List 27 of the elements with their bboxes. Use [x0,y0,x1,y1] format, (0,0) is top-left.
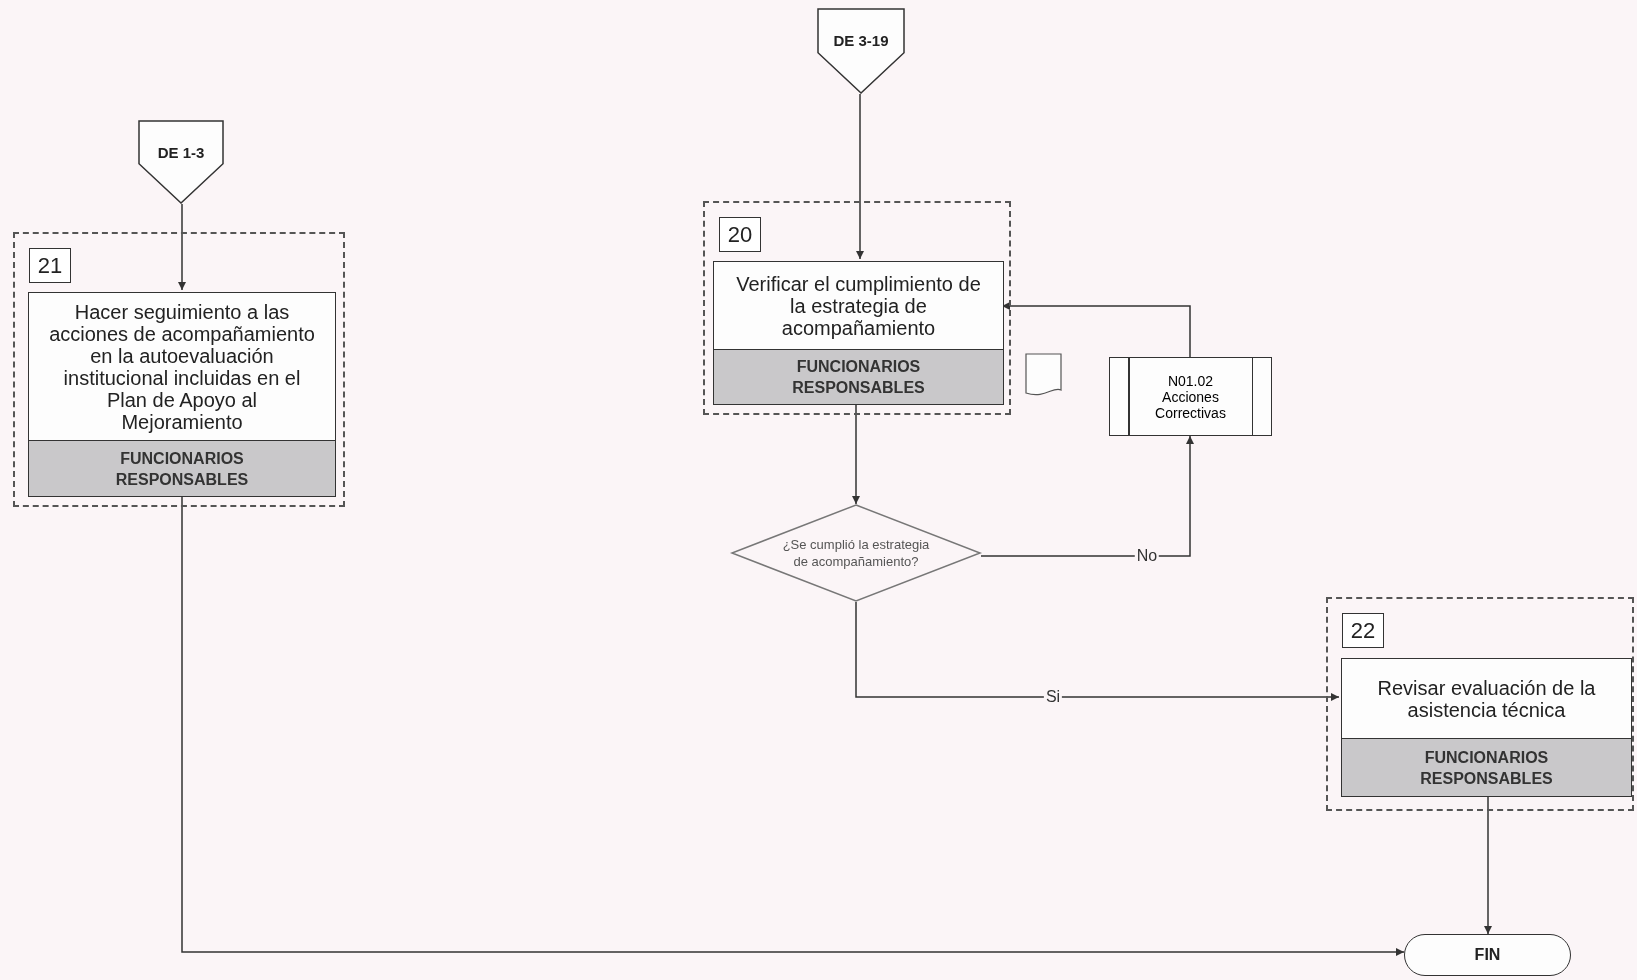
responsible-band: FUNCIONARIOS RESPONSABLES [29,440,335,496]
decision-diamond [731,504,981,602]
step-number: 20 [719,217,761,252]
activity-text: Hacer seguimiento a las acciones de acompañamiento en la autoevaluación institucional incluidas en el Plan de Apoyo al Mejoramiento [48,299,316,435]
arrow [980,435,1194,557]
arrow [178,203,186,291]
process-box [1341,658,1632,797]
activity-text: Verificar el cumplimiento de la estrategia de acompañamiento [735,271,982,341]
arrow [855,601,1340,701]
activity-frame [1326,597,1634,811]
step-number: 21 [29,248,71,283]
process-box [713,261,1004,405]
activity-frame [703,201,1011,415]
activity-text: Revisar evaluación de la asistencia técnica [1376,675,1597,723]
decision-question: ¿Se cumplió la estrategia de acompañamiento? [781,536,931,570]
connector-label: DE 1-3 [157,144,205,163]
arrow [856,93,864,260]
responsible-band: FUNCIONARIOS RESPONSABLES [1342,738,1631,796]
off-page-connector [817,8,905,94]
predefined-process-box: N01.02 Acciones Correctivas [1109,357,1272,436]
off-page-connector [138,120,224,204]
step-number: 22 [1342,613,1384,648]
responsible-band: FUNCIONARIOS RESPONSABLES [714,349,1003,404]
process-box [28,292,336,497]
connector-label: DE 3-19 [833,32,889,51]
terminal-shape: FIN [1404,934,1571,976]
activity-frame [13,232,345,507]
